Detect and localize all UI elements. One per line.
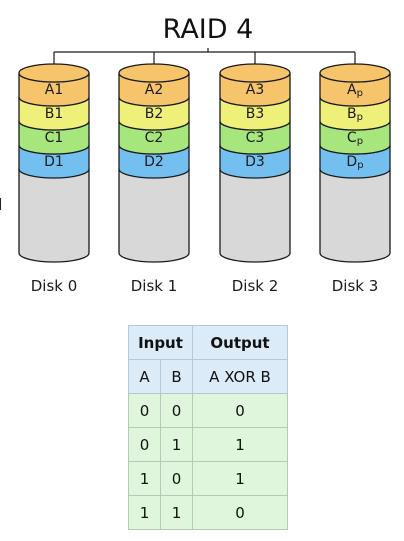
disk-top-cap [219, 63, 291, 83]
disk-body [118, 168, 190, 263]
xor-truth-table: Input Output A B A XOR B 0 0 0 0 1 1 1 0… [128, 325, 288, 530]
disk-label: Disk 0 [31, 277, 78, 295]
disk-body [219, 168, 291, 263]
block-label-main: D2 [144, 154, 164, 170]
table-header-row: Input Output [128, 325, 288, 360]
block-label: D1 [44, 154, 64, 170]
disk-label: Disk 3 [332, 277, 379, 295]
disk-top-cap [118, 63, 190, 83]
cell-output: 1 [192, 427, 288, 462]
input-header: Input [128, 325, 193, 360]
cell-output: 0 [192, 393, 288, 428]
block-label-main: D3 [245, 154, 265, 170]
block-label: A1 [45, 82, 63, 98]
block-label: D3 [245, 154, 265, 170]
cell-a: 1 [128, 495, 161, 530]
block-label: B3 [246, 106, 265, 122]
stray-text: l [0, 195, 2, 214]
block-label: A3 [246, 82, 264, 98]
block-label: C3 [246, 130, 265, 146]
col-b-header: B [160, 359, 193, 394]
block-label-sub: p [357, 112, 363, 123]
block-label-main: C [347, 130, 357, 146]
table-row: 0 0 0 [128, 393, 288, 428]
disk-body [319, 168, 391, 263]
block-label-main: D1 [44, 154, 64, 170]
block-label: Dp [346, 154, 363, 171]
block-label: Bp [347, 106, 363, 123]
cell-output: 1 [192, 461, 288, 496]
block-label-main: B [347, 106, 357, 122]
cell-b: 1 [160, 427, 193, 462]
block-label-main: C1 [45, 130, 64, 146]
block-label-sub: p [357, 136, 363, 147]
cell-b: 1 [160, 495, 193, 530]
table-row: 1 1 0 [128, 495, 288, 530]
block-label: D2 [144, 154, 164, 170]
cell-b: 0 [160, 393, 193, 428]
block-label: B1 [45, 106, 64, 122]
block-label-sub: p [357, 88, 363, 99]
block-label: C1 [45, 130, 64, 146]
diagram-title: RAID 4 [163, 14, 254, 45]
table-row: 1 0 1 [128, 461, 288, 496]
block-label-sub: p [357, 160, 363, 171]
block-label-main: B1 [45, 106, 64, 122]
col-output-header: A XOR B [192, 359, 288, 394]
controller-connector [53, 48, 356, 73]
table-row: 0 1 1 [128, 427, 288, 462]
block-label-main: C2 [145, 130, 164, 146]
block-label: C2 [145, 130, 164, 146]
block-label: A2 [145, 82, 163, 98]
disk-label: Disk 2 [232, 277, 279, 295]
block-label-main: B3 [246, 106, 265, 122]
disk-top-cap [18, 63, 90, 83]
block-label-main: C3 [246, 130, 265, 146]
col-a-header: A [128, 359, 161, 394]
cell-output: 0 [192, 495, 288, 530]
block-label-main: A3 [246, 82, 264, 98]
block-label: B2 [145, 106, 164, 122]
block-label-main: A1 [45, 82, 63, 98]
block-label-main: A2 [145, 82, 163, 98]
disk-label: Disk 1 [131, 277, 178, 295]
cell-a: 0 [128, 427, 161, 462]
block-label-main: A [347, 82, 357, 98]
block-label-main: B2 [145, 106, 164, 122]
disk-top-cap [319, 63, 391, 83]
cell-b: 0 [160, 461, 193, 496]
block-label-main: D [346, 154, 357, 170]
cell-a: 0 [128, 393, 161, 428]
output-header: Output [192, 325, 288, 360]
disk-body [18, 168, 90, 263]
block-label: Ap [347, 82, 363, 99]
block-label: Cp [347, 130, 363, 147]
table-subheader-row: A B A XOR B [128, 359, 288, 394]
cell-a: 1 [128, 461, 161, 496]
